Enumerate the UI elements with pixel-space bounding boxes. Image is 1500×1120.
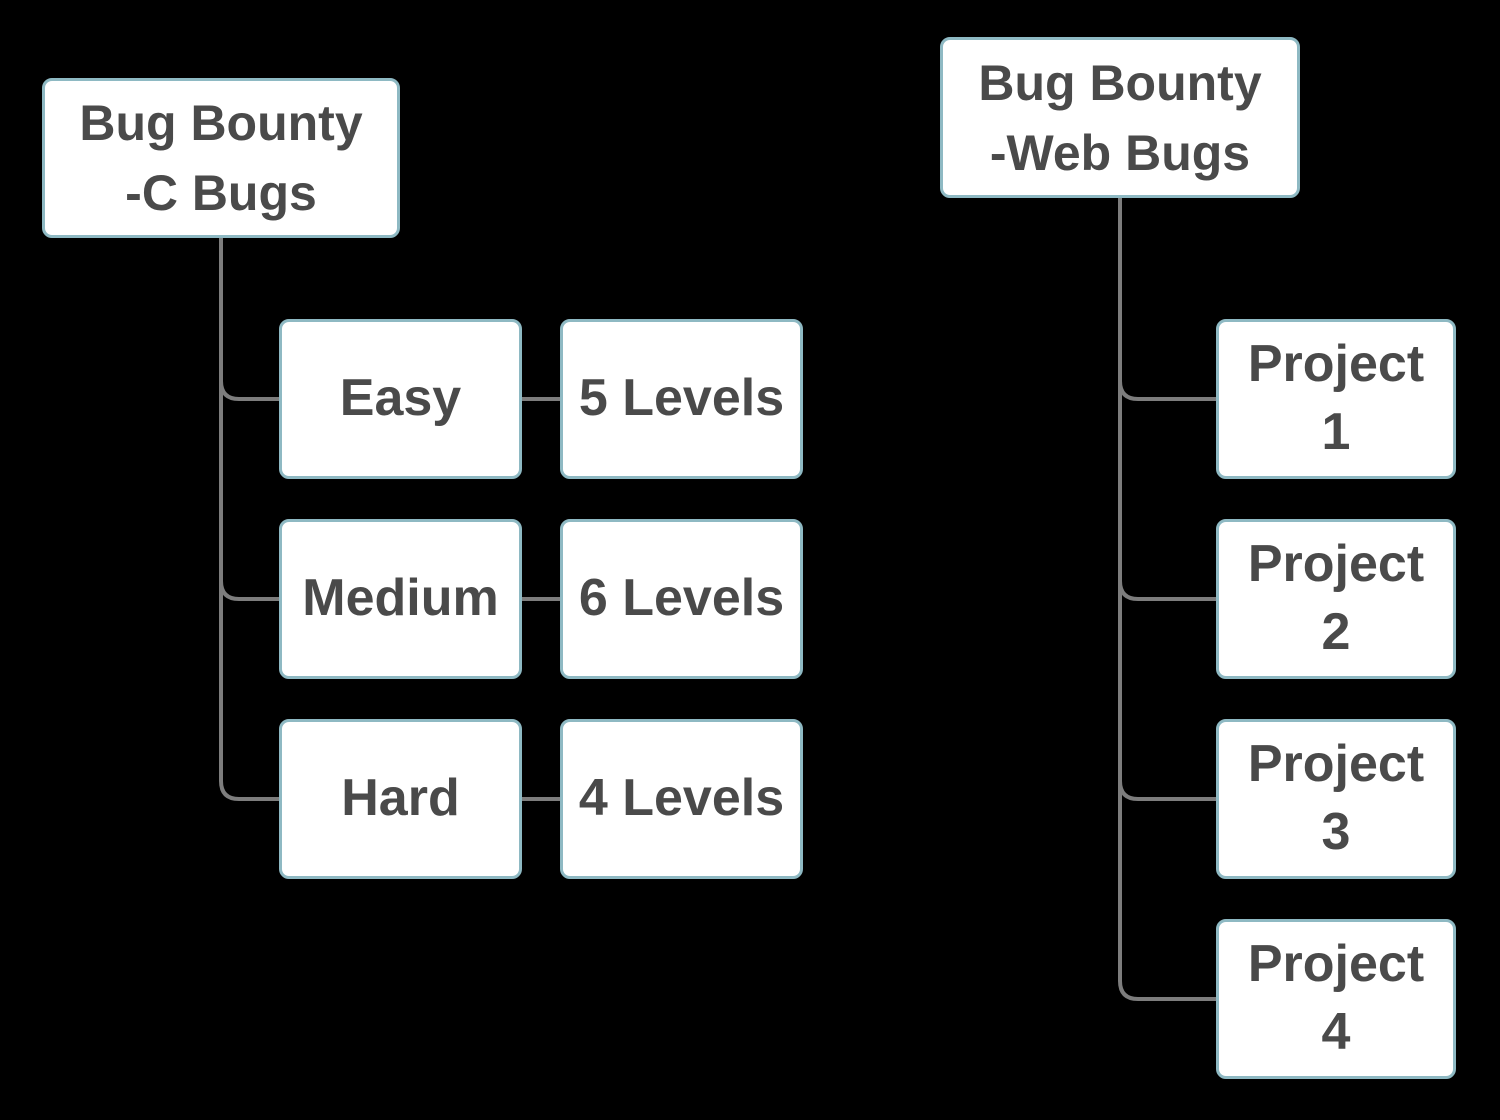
connector-webbugs-to-project4 xyxy=(1118,198,1218,1001)
node-label-line: 2 xyxy=(1321,603,1351,661)
node-project-3: Project 3 xyxy=(1216,719,1456,879)
node-label-line: Project xyxy=(1247,735,1425,794)
node-bug-bounty-c-bugs: Bug Bounty -C Bugs xyxy=(42,78,400,238)
node-medium: Medium xyxy=(279,519,522,679)
node-label-line: 3 xyxy=(1321,803,1351,861)
node-easy: Easy xyxy=(279,319,522,479)
node-project-4: Project 4 xyxy=(1216,919,1456,1079)
node-bug-bounty-web-bugs: Bug Bounty -Web Bugs xyxy=(940,37,1300,198)
connector-webbugs-to-project1 xyxy=(1118,198,1218,401)
node-label-line: Bug Bounty xyxy=(79,95,363,151)
node-label: 6 Levels xyxy=(578,569,785,628)
node-label: 4 Levels xyxy=(578,769,785,828)
connector-cbugs-to-medium xyxy=(219,238,281,601)
node-label: Easy xyxy=(339,369,462,428)
node-label: Hard xyxy=(341,769,460,828)
node-label-line: Bug Bounty xyxy=(978,54,1262,111)
node-label-line: Project xyxy=(1247,535,1425,594)
node-4-levels: 4 Levels xyxy=(560,719,803,879)
node-label: 5 Levels xyxy=(578,369,785,428)
node-5-levels: 5 Levels xyxy=(560,319,803,479)
node-hard: Hard xyxy=(279,719,522,879)
connector-webbugs-to-project3 xyxy=(1118,198,1218,801)
node-project-2: Project 2 xyxy=(1216,519,1456,679)
node-label-line: -C Bugs xyxy=(125,165,317,221)
node-label-line: 1 xyxy=(1321,403,1351,461)
node-label: Medium xyxy=(302,569,499,628)
node-label-line: Project xyxy=(1247,935,1425,994)
node-project-1: Project 1 xyxy=(1216,319,1456,479)
node-label-line: Project xyxy=(1247,335,1425,394)
node-label-line: 4 xyxy=(1321,1003,1351,1061)
node-label-line: -Web Bugs xyxy=(989,124,1251,181)
node-6-levels: 6 Levels xyxy=(560,519,803,679)
connector-cbugs-to-hard xyxy=(219,238,281,801)
connector-cbugs-to-easy xyxy=(219,238,281,401)
